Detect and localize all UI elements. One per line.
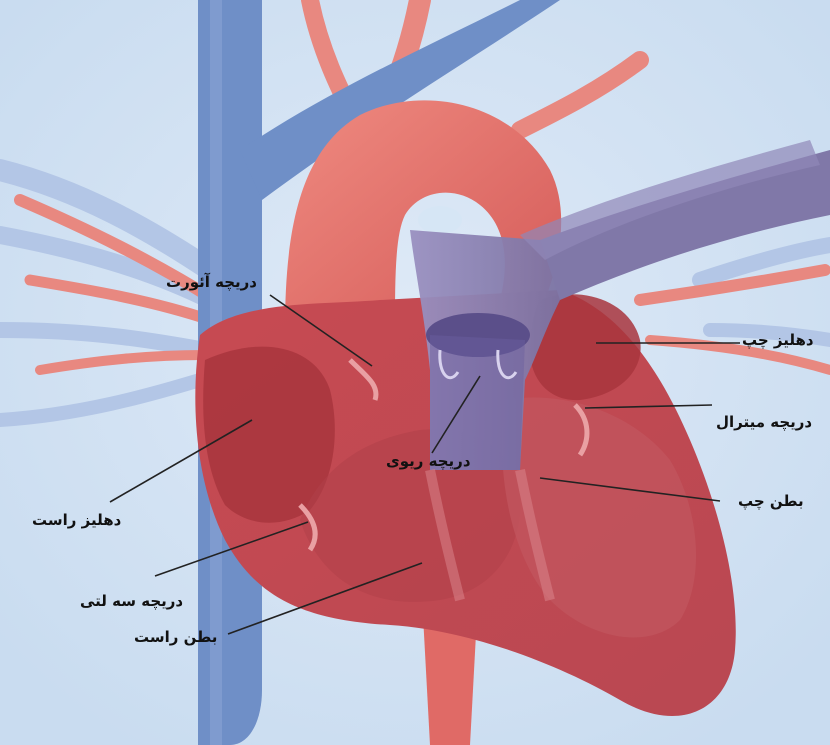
label-right-atrium: دهلیز راست bbox=[32, 513, 121, 528]
label-left-ventricle: بطن چپ bbox=[738, 494, 804, 509]
label-right-ventricle: بطن راست bbox=[134, 630, 217, 645]
label-aortic-valve: دریچه آئورت bbox=[166, 275, 257, 290]
label-left-atrium: دهلیز چپ bbox=[742, 333, 814, 348]
label-pulmonary-valve: دریچه ریوی bbox=[386, 454, 471, 469]
label-mitral-valve: دریچه میترال bbox=[716, 415, 812, 430]
label-tricuspid-valve: دریچه سه لتی bbox=[80, 594, 183, 609]
